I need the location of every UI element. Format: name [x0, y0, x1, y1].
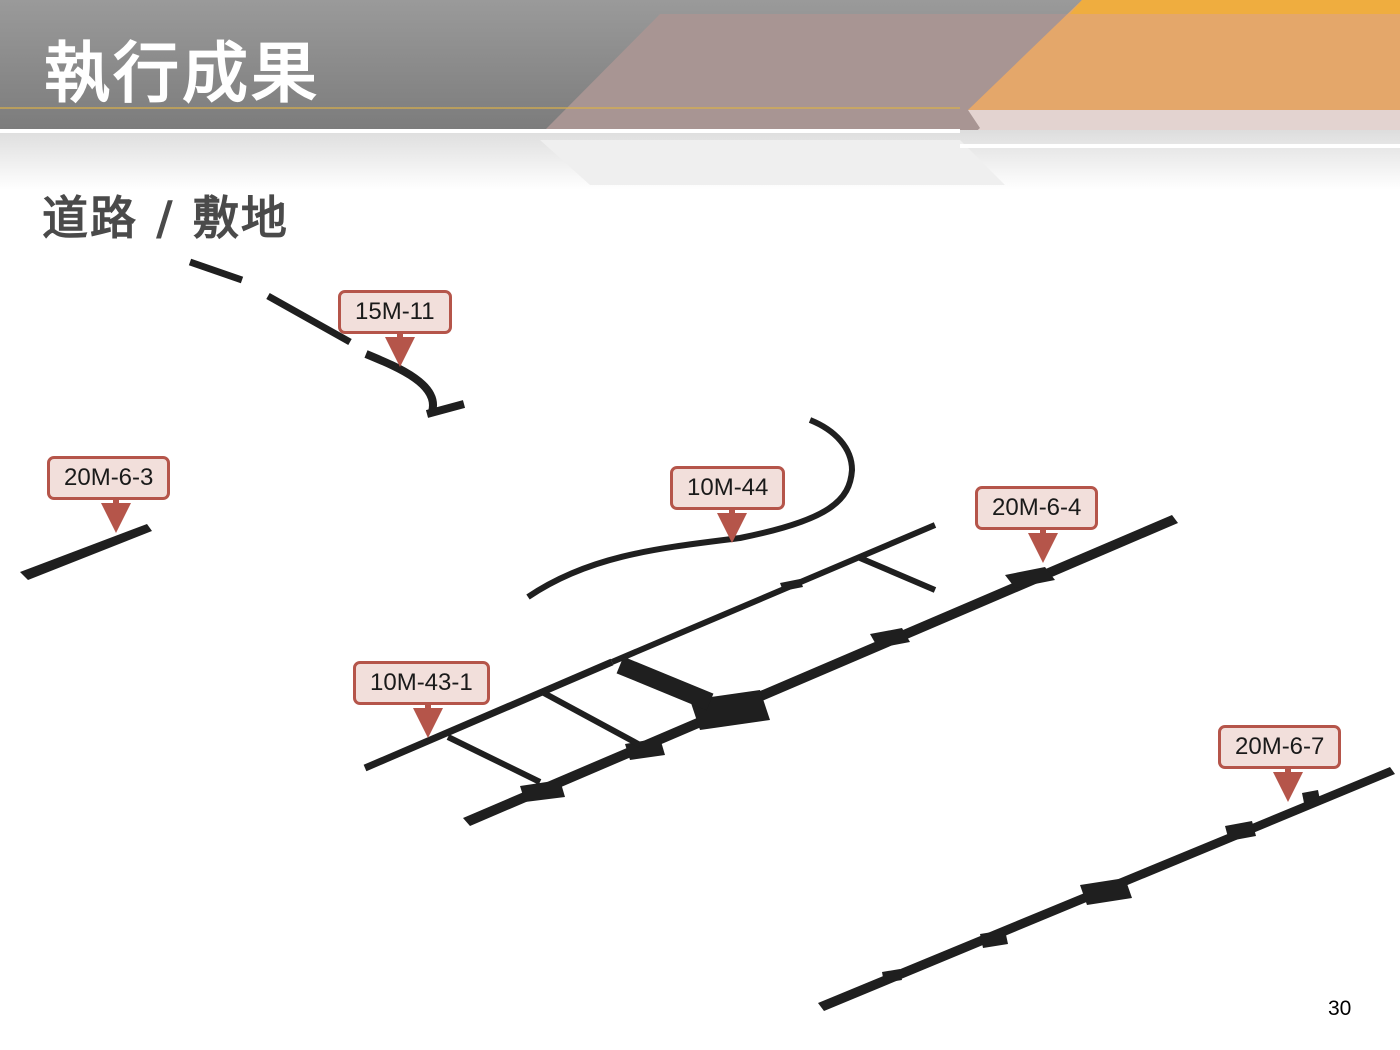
- road-20m-6-7-node3: [882, 969, 902, 983]
- road-label-20m-6-4: 20M-6-4: [975, 486, 1099, 530]
- banner-orange-band: [968, 0, 1400, 110]
- road-label-10m-44: 10M-44: [670, 466, 786, 510]
- header-banner: [0, 0, 1400, 190]
- road-20m-6-4: [463, 515, 1178, 826]
- road-15m-11-seg3: [364, 350, 437, 414]
- road-20m-6-7-node1: [1225, 821, 1256, 841]
- banner-orange-edge: [1070, 0, 1400, 14]
- road-label-10m-43-1: 10M-43-1: [353, 661, 490, 705]
- road-10m-43-1-upper: [610, 522, 937, 665]
- road-20m-6-7-node2: [980, 930, 1008, 948]
- road-10m-43-1-wide-link: [616, 656, 714, 711]
- slide-title: 執行成果: [44, 35, 320, 112]
- road-20m-6-4-body: [463, 515, 1178, 826]
- road-20m-6-7-junction: [1080, 878, 1132, 905]
- road-label-20m-6-7: 20M-6-7: [1218, 725, 1342, 769]
- road-10m-43-1-link1: [446, 734, 542, 785]
- road-20m-6-7: [818, 767, 1395, 1011]
- road-label-15m-11: 15M-11: [338, 290, 452, 334]
- road-15m-11: [188, 258, 466, 418]
- road-15m-11-seg2: [266, 292, 352, 346]
- road-20m-6-3: [20, 524, 152, 580]
- road-20m-6-4-node1: [1005, 567, 1055, 588]
- road-20m-6-4-node2: [870, 628, 910, 648]
- road-20m-6-3-body: [20, 524, 152, 580]
- road-10m-43-1-main: [363, 658, 614, 772]
- road-10m-43-1: [363, 522, 937, 785]
- road-label-20m-6-3: 20M-6-3: [47, 456, 171, 500]
- road-10m-43-1-link2: [540, 689, 642, 748]
- slide-subtitle: 道路 / 敷地: [42, 191, 289, 245]
- road-20m-6-7-node4: [1302, 790, 1320, 803]
- road-10m-43-1-spur: [858, 555, 937, 593]
- road-10m-44: [526, 417, 856, 600]
- road-20m-6-4-node4: [520, 780, 565, 802]
- banner-shadow: [540, 140, 1005, 185]
- label-arrows: [101, 334, 1303, 802]
- page-number: 30: [1328, 997, 1352, 1020]
- road-15m-11-seg1: [188, 258, 244, 284]
- road-10m-43-1-node: [780, 579, 803, 591]
- road-15m-11-end: [425, 400, 466, 418]
